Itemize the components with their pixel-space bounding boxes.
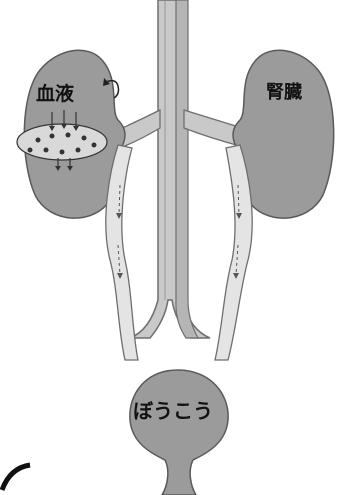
- left-ureter: [106, 145, 138, 360]
- vena-cava: [130, 0, 210, 338]
- right-ureter: [215, 145, 252, 360]
- bladder-label: ぼうこう: [133, 399, 213, 423]
- aorta: [176, 0, 198, 338]
- kidney-label: 腎臓: [266, 82, 302, 103]
- central-vessels: [130, 0, 210, 338]
- bladder: [130, 370, 228, 495]
- blood-label: 血液: [36, 82, 75, 105]
- corner-shape: [2, 465, 30, 490]
